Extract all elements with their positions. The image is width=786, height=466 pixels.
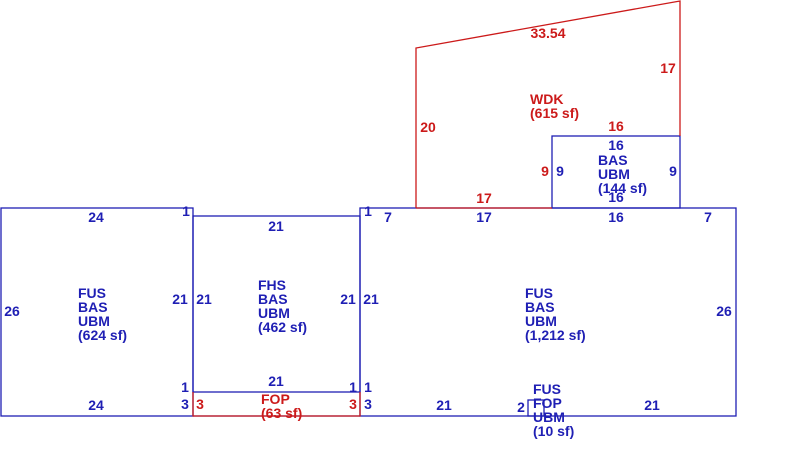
dim-mid-corner-bot-1: 1: [349, 379, 357, 395]
dim-left-right: 21: [172, 291, 188, 307]
dim-right-top-bas: 16: [608, 209, 624, 225]
fop-area-label: FOP (63 sf): [261, 391, 302, 421]
dim-left-corner-bot-1: 1: [181, 379, 189, 395]
dim-wdk-inner-top: 16: [608, 118, 624, 134]
dim-mid-left: 21: [196, 291, 212, 307]
mid-area-label: FHS BAS UBM (462 sf): [258, 277, 307, 335]
dim-left-bottom: 24: [88, 397, 104, 413]
dim-right-top-mid: 17: [476, 209, 492, 225]
dim-small-width: 2: [517, 399, 525, 415]
dim-wdk-inner-left: 9: [541, 163, 549, 179]
dim-mid-corner-top-1: 1: [364, 203, 372, 219]
right-area-label: FUS BAS UBM (1,212 sf): [525, 285, 586, 343]
dim-right-corner-bot-3: 3: [364, 396, 372, 412]
wdk-area-label: WDK (615 sf): [530, 91, 579, 121]
dim-bas-top-top: 16: [608, 137, 624, 153]
small-area-label: FUS FOP UBM (10 sf): [533, 381, 574, 439]
dim-right-left: 21: [363, 291, 379, 307]
dim-left-top: 24: [88, 209, 104, 225]
dim-mid-bottom: 21: [268, 373, 284, 389]
dim-fop-right: 3: [349, 396, 357, 412]
dim-left-corner-top: 1: [182, 203, 190, 219]
fop-porch-outline: [192, 392, 361, 417]
dim-left-side: 26: [4, 303, 20, 319]
dim-bas-top-left: 9: [556, 163, 564, 179]
dim-right-corner-bot-1: 1: [364, 379, 372, 395]
small-fus-fop-section: [527, 399, 545, 417]
bas-top-section: [551, 135, 681, 209]
dim-fop-left: 3: [196, 396, 204, 412]
wdk-deck-outline: [415, 0, 681, 208]
dim-right-bottom-left: 21: [436, 397, 452, 413]
dim-wdk-left: 20: [420, 119, 436, 135]
dim-wdk-right: 17: [660, 60, 676, 76]
dim-wdk-bottom: 17: [476, 190, 492, 206]
dim-mid-right: 21: [340, 291, 356, 307]
dim-right-top-right: 7: [704, 209, 712, 225]
dim-right-top-left: 7: [384, 209, 392, 225]
dim-bas-top-right: 9: [669, 163, 677, 179]
dim-wdk-slope: 33.54: [530, 25, 565, 41]
dim-mid-top: 21: [268, 218, 284, 234]
dim-right-bottom-right: 21: [644, 397, 660, 413]
bas-top-area-label: BAS UBM (144 sf): [598, 152, 647, 196]
dim-left-corner-bot-3: 3: [181, 396, 189, 412]
left-area-label: FUS BAS UBM (624 sf): [78, 285, 127, 343]
dim-bas-top-bottom: 16: [608, 189, 624, 205]
dim-right-side: 26: [716, 303, 732, 319]
